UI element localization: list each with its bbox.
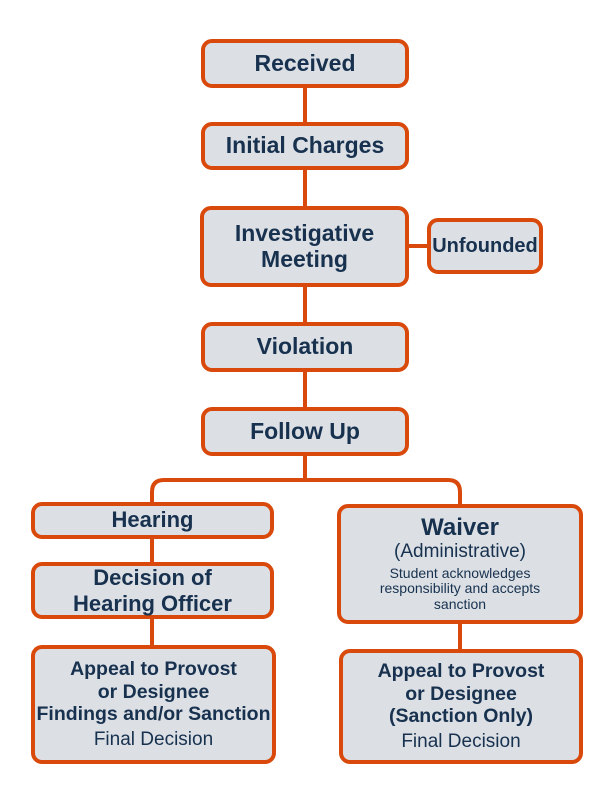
node-violation: Violation	[201, 322, 409, 372]
node-appeal-waiver-line3: (Sanction Only)	[388, 705, 534, 728]
node-received-label: Received	[254, 49, 356, 76]
node-initial-charges: Initial Charges	[201, 122, 409, 170]
node-appeal-waiver-path: Appeal to Provost or Designee (Sanction …	[339, 649, 583, 764]
node-waiver-title: Waiver	[421, 514, 499, 542]
node-appeal-waiver-line2: or Designee	[405, 682, 517, 705]
node-appeal-waiver-footer: Final Decision	[401, 731, 521, 753]
node-initial-charges-label: Initial Charges	[225, 132, 385, 159]
node-appeal-hearing-line3: Findings and/or Sanction	[36, 703, 271, 726]
node-unfounded-label: Unfounded	[432, 235, 538, 257]
node-hearing: Hearing	[31, 502, 274, 539]
node-appeal-hearing-line2: or Designee	[97, 680, 210, 703]
node-decision-line1: Decision of	[93, 565, 212, 591]
node-appeal-hearing-path: Appeal to Provost or Designee Findings a…	[31, 645, 276, 764]
node-follow-up: Follow Up	[201, 407, 409, 456]
node-waiver: Waiver (Administrative) Student acknowle…	[337, 504, 583, 624]
node-violation-label: Violation	[256, 333, 354, 360]
node-received: Received	[201, 39, 409, 88]
node-decision-of-hearing-officer: Decision of Hearing Officer	[31, 562, 274, 619]
node-hearing-label: Hearing	[111, 507, 194, 533]
node-waiver-subtitle: (Administrative)	[394, 540, 526, 562]
node-decision-line2: Hearing Officer	[73, 590, 232, 616]
node-appeal-hearing-line1: Appeal to Provost	[70, 657, 237, 680]
node-waiver-description: Student acknowledges responsibility and …	[379, 564, 541, 612]
connector-branch-split	[150, 478, 462, 508]
node-investigative-meeting-line2: Meeting	[261, 245, 348, 272]
node-appeal-waiver-line1: Appeal to Provost	[377, 659, 545, 682]
node-appeal-hearing-footer: Final Decision	[93, 729, 214, 751]
node-investigative-meeting-line1: Investigative	[234, 220, 375, 247]
node-unfounded: Unfounded	[427, 218, 543, 274]
node-investigative-meeting: Investigative Meeting	[200, 206, 409, 287]
node-follow-up-label: Follow Up	[250, 417, 360, 444]
